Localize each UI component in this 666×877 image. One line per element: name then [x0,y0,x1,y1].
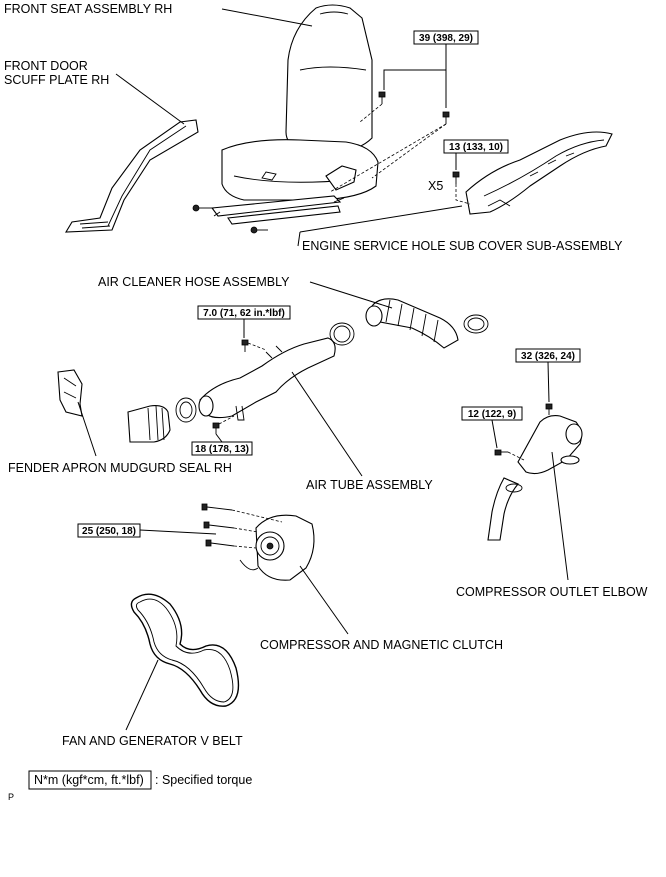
air-cleaner-hose-label: AIR CLEANER HOSE ASSEMBLY [98,275,290,289]
compressor-clutch-label: COMPRESSOR AND MAGNETIC CLUTCH [260,638,503,652]
engine-cover-label: ENGINE SERVICE HOLE SUB COVER SUB-ASSEMB… [302,239,623,253]
legend-box-text: N*m (kgf*cm, ft.*lbf) [34,773,144,787]
intake-duct-illustration [127,397,197,443]
compressor-bolt-icon [201,503,235,547]
svg-text:18 (178, 13): 18 (178, 13) [195,444,249,455]
air-tube-illustration [198,337,336,421]
seat-bolt-icon [378,91,450,124]
compressor-bolt-torque: 25 (250, 18) [77,523,141,538]
engine-cover-illustration [465,131,613,215]
air-cleaner-hose-illustration [329,298,489,349]
cover-bolt-torque: 13 (133, 10) [443,139,509,154]
x5-quantity-label: X5 [428,179,443,193]
air-tube-bolt-torque: 7.0 (71, 62 in.*lbf) [197,305,291,320]
svg-text:32 (326, 24): 32 (326, 24) [521,351,575,362]
svg-text:39 (398, 29): 39 (398, 29) [419,33,473,44]
air-tube-bolt-icon [241,339,249,352]
compressor-elbow-label: COMPRESSOR OUTLET ELBOW [456,585,648,599]
air-tube-lower-bolt-torque: 18 (178, 13) [191,441,253,456]
cover-bolt-icon [452,171,460,184]
svg-text:13 (133, 10): 13 (133, 10) [449,142,503,153]
elbow-lower-bolt-icon [494,449,508,456]
legend-description: : Specified torque [155,773,252,787]
v-belt-label: FAN AND GENERATOR V BELT [62,734,243,748]
torque-legend: N*m (kgf*cm, ft.*lbf) : Specified torque [28,770,252,790]
air-tube-label: AIR TUBE ASSEMBLY [306,478,433,492]
front-seat-illustration [192,4,379,234]
scuff-plate-label-line2: SCUFF PLATE RH [4,73,109,87]
elbow-lower-bolt-torque: 12 (122, 9) [461,406,523,421]
svg-text:7.0 (71, 62 in.*lbf): 7.0 (71, 62 in.*lbf) [203,308,285,319]
svg-text:12 (122, 9): 12 (122, 9) [468,409,516,420]
front-seat-label: FRONT SEAT ASSEMBLY RH [4,2,172,16]
v-belt-illustration [130,593,240,707]
elbow-upper-bolt-torque: 32 (326, 24) [515,348,581,363]
compressor-illustration [239,514,315,581]
page-mark: P [8,792,14,802]
seat-bolt-torque: 39 (398, 29) [413,30,479,45]
scuff-plate-label-line1: FRONT DOOR [4,59,88,73]
scuff-plate-illustration [65,119,199,233]
elbow-upper-bolt-icon [545,403,553,415]
fender-seal-label: FENDER APRON MUDGURD SEAL RH [8,461,232,475]
compressor-elbow-illustration [487,415,583,541]
fender-seal-illustration [57,369,83,417]
air-tube-lower-bolt-icon [212,422,220,434]
svg-text:25 (250, 18): 25 (250, 18) [82,526,136,537]
